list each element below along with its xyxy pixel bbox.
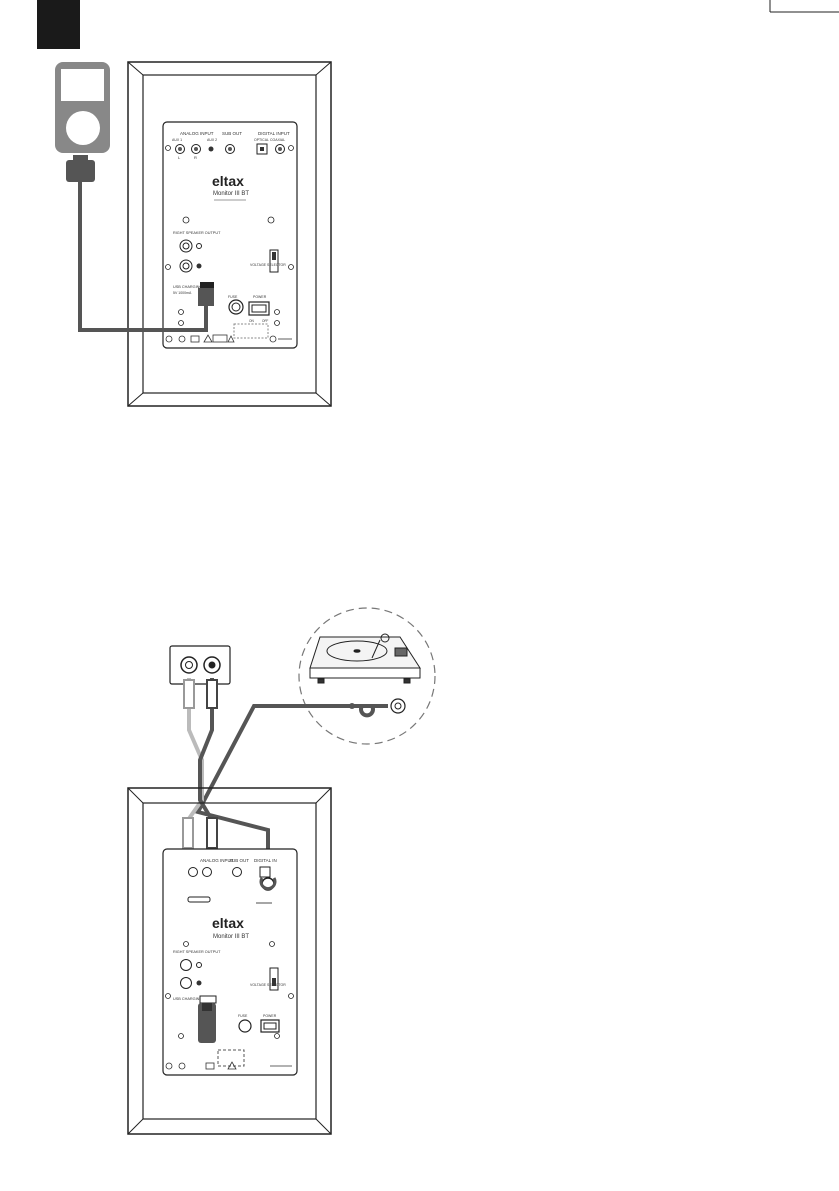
label-usb-spec: 5V 1000mA xyxy=(173,291,192,295)
model-name: Monitor III BT xyxy=(213,191,249,197)
page-tab-marker xyxy=(37,0,80,49)
label-usb-charging-2: USB CHARGING xyxy=(173,997,202,1001)
rear-panel-bottom: ANALOG INPUT SUB OUT DIGITAL IN eltax Mo… xyxy=(163,849,297,1075)
label-right-speaker-output-2: RIGHT SPEAKER OUTPUT xyxy=(173,950,221,954)
mp3-player-device xyxy=(55,62,110,153)
label-aux1: AUX 1 xyxy=(172,138,182,142)
turntable-callout xyxy=(299,608,435,744)
rca-output-box xyxy=(170,646,230,684)
brand-logo: eltax xyxy=(212,173,244,189)
label-power-2: POWER xyxy=(263,1014,277,1018)
label-digital-input-2: DIGITAL IN xyxy=(254,858,277,863)
bottom-diagram: ANALOG INPUT SUB OUT DIGITAL IN eltax Mo… xyxy=(128,608,435,1134)
label-fuse: FUSE xyxy=(228,295,238,299)
label-digital-input: DIGITAL INPUT xyxy=(258,131,290,136)
rca-plug-left-bottom xyxy=(183,818,193,848)
rca-plug-right-bottom xyxy=(207,818,217,848)
label-power: POWER xyxy=(253,295,267,299)
usb-plug xyxy=(198,288,214,306)
rear-panel-top: ANALOG INPUT AUX 1 AUX 2 SUB OUT DIGITAL… xyxy=(163,122,297,348)
label-sub-out-2: SUB OUT xyxy=(229,858,249,863)
label-voltage-selector-2: VOLTAGE SELECTOR xyxy=(250,983,286,987)
dock-connector xyxy=(66,160,95,182)
label-on: ON xyxy=(249,319,254,323)
label-fuse-2: FUSE xyxy=(238,1014,248,1018)
aux2-jack xyxy=(209,147,214,152)
label-usb-charging: USB CHARGING xyxy=(173,285,202,289)
label-analog-input: ANALOG INPUT xyxy=(180,131,214,136)
brand-logo-2: eltax xyxy=(212,915,244,931)
label-optical: OPTICAL xyxy=(254,138,269,142)
rca-plug-left-top xyxy=(184,680,194,708)
turntable-device xyxy=(310,634,420,683)
rca-plug-right-top xyxy=(207,680,217,708)
usb-port xyxy=(200,282,214,289)
label-aux2: AUX 2 xyxy=(207,138,217,142)
label-right-speaker-output: RIGHT SPEAKER OUTPUT xyxy=(173,231,221,235)
label-off: OFF xyxy=(262,319,268,323)
label-sub-out: SUB OUT xyxy=(222,131,242,136)
label-r: R xyxy=(194,155,197,160)
model-name-2: Monitor III BT xyxy=(213,934,249,940)
label-voltage-selector: VOLTAGE SELECTOR xyxy=(250,263,286,267)
label-coaxial: COAXIAL xyxy=(270,138,285,142)
top-diagram: ANALOG INPUT AUX 1 AUX 2 SUB OUT DIGITAL… xyxy=(55,62,331,406)
